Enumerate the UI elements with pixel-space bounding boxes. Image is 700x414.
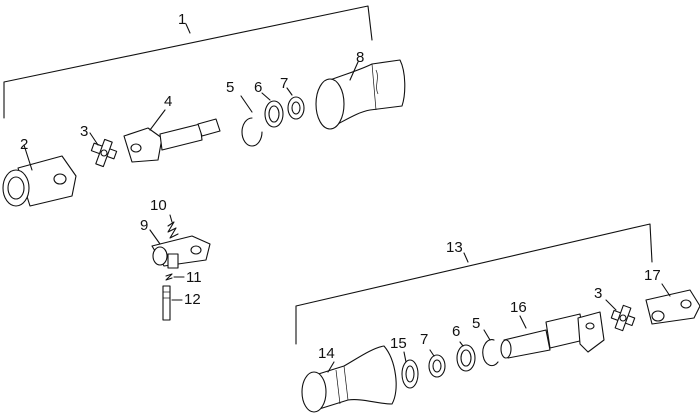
- part-6-washer-lower: [456, 341, 476, 372]
- part-3-cross-lower: [605, 299, 636, 332]
- callout-10: 10: [150, 197, 167, 214]
- part-2-yoke: [2, 144, 77, 207]
- callout-2: 2: [20, 136, 29, 153]
- part-7-washer-upper: [286, 87, 305, 120]
- callout-11: 11: [186, 269, 202, 286]
- part-17-yoke: [645, 283, 700, 325]
- part-16-yoke-tube: [500, 311, 605, 359]
- callout-6-upper: 6: [254, 79, 263, 96]
- callout-8: 8: [356, 49, 365, 66]
- callout-7-upper: 7: [280, 75, 289, 92]
- callout-15: 15: [390, 335, 407, 352]
- part-14-guard-cone: [301, 345, 397, 413]
- callout-17: 17: [644, 267, 661, 284]
- part-8-guard-cone: [315, 59, 406, 130]
- callout-13: 13: [446, 239, 463, 256]
- callout-14: 14: [318, 345, 335, 362]
- callout-5-lower: 5: [472, 315, 481, 332]
- callout-1: 1: [178, 11, 187, 28]
- part-4-yoke-tube: [123, 109, 221, 163]
- callout-6-lower: 6: [452, 323, 461, 340]
- callout-5-upper: 5: [226, 79, 235, 96]
- part-9-yoke: [149, 229, 211, 269]
- part-10-spring: [167, 214, 179, 239]
- callout-3-upper: 3: [80, 123, 89, 140]
- part-11-pin: [165, 273, 185, 281]
- callout-12: 12: [184, 291, 201, 308]
- callout-3-lower: 3: [594, 285, 603, 302]
- part-15-washer: [401, 351, 419, 389]
- callout-4: 4: [164, 93, 173, 110]
- part-5-ring-upper: [240, 95, 263, 147]
- bracket-assembly-13: [295, 223, 653, 345]
- bracket-assembly-1: [3, 5, 373, 119]
- part-7-washer-lower: [428, 349, 446, 378]
- part-3-cross-upper: [89, 132, 118, 168]
- part-6-washer-upper: [261, 92, 284, 128]
- part-12-bolt: [162, 285, 183, 321]
- callout-9: 9: [140, 217, 149, 234]
- callout-16: 16: [510, 299, 527, 316]
- callout-7-lower: 7: [420, 331, 429, 348]
- part-5-ring-lower: [482, 329, 499, 367]
